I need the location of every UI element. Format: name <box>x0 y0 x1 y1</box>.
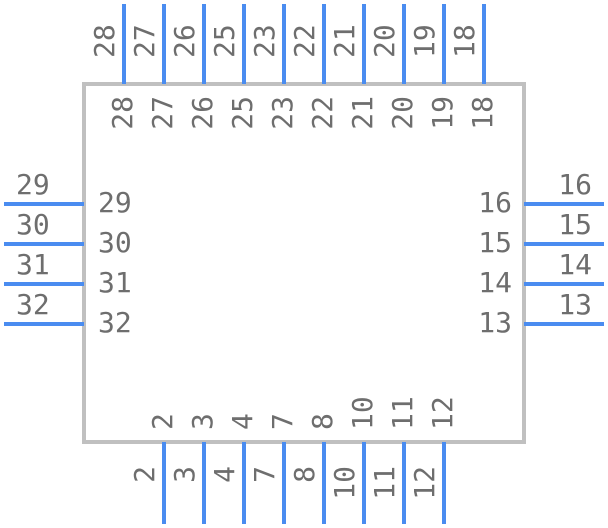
pin-label-bottom-inner-7: 7 <box>266 413 299 430</box>
pin-label-top-inner-28: 28 <box>106 96 139 130</box>
pin-label-left-inner-31: 31 <box>98 266 132 299</box>
pin-label-top-inner-18: 18 <box>466 96 499 130</box>
pin-label-bottom-inner-3: 3 <box>186 413 219 430</box>
pin-label-top-inner-21: 21 <box>346 96 379 130</box>
pin-label-bottom-inner-4: 4 <box>226 413 259 430</box>
pin-label-bottom-outer-12: 12 <box>408 466 441 500</box>
pin-label-right-inner-13: 13 <box>478 306 512 339</box>
pin-label-left-inner-30: 30 <box>98 226 132 259</box>
pin-label-top-inner-20: 20 <box>386 96 419 130</box>
pin-label-bottom-outer-4: 4 <box>208 466 241 483</box>
pin-label-top-outer-28: 28 <box>88 24 121 58</box>
pin-label-top-outer-22: 22 <box>288 24 321 58</box>
pin-label-bottom-outer-8: 8 <box>288 466 321 483</box>
pin-label-right-inner-15: 15 <box>478 226 512 259</box>
pin-label-top-outer-18: 18 <box>448 24 481 58</box>
pin-label-left-outer-32: 32 <box>16 288 50 321</box>
pin-group: 2828272726262525232322222121202019191818… <box>4 4 604 524</box>
pin-label-top-inner-22: 22 <box>306 96 339 130</box>
pin-label-top-outer-23: 23 <box>248 24 281 58</box>
pin-label-bottom-outer-10: 10 <box>328 466 361 500</box>
pin-label-bottom-inner-10: 10 <box>346 396 379 430</box>
pin-label-bottom-inner-12: 12 <box>426 396 459 430</box>
pin-label-top-inner-26: 26 <box>186 96 219 130</box>
pin-label-right-inner-14: 14 <box>478 266 512 299</box>
pin-label-top-outer-27: 27 <box>128 24 161 58</box>
pin-label-top-outer-25: 25 <box>208 24 241 58</box>
pin-label-top-inner-23: 23 <box>266 96 299 130</box>
pin-label-right-outer-14: 14 <box>558 248 592 281</box>
pin-label-left-outer-31: 31 <box>16 248 50 281</box>
pin-label-left-inner-29: 29 <box>98 186 132 219</box>
pin-label-top-inner-19: 19 <box>426 96 459 130</box>
pin-label-left-inner-32: 32 <box>98 306 132 339</box>
pin-label-top-inner-27: 27 <box>146 96 179 130</box>
pin-label-right-inner-16: 16 <box>478 186 512 219</box>
pin-label-bottom-outer-2: 2 <box>128 466 161 483</box>
component-body <box>82 82 526 444</box>
pin-label-right-outer-15: 15 <box>558 208 592 241</box>
pin-label-right-outer-16: 16 <box>558 168 592 201</box>
pin-label-top-outer-21: 21 <box>328 24 361 58</box>
pin-label-top-inner-25: 25 <box>226 96 259 130</box>
pin-label-bottom-inner-2: 2 <box>146 413 179 430</box>
pin-label-top-outer-26: 26 <box>168 24 201 58</box>
pin-label-top-outer-19: 19 <box>408 24 441 58</box>
pin-label-bottom-inner-8: 8 <box>306 413 339 430</box>
pin-label-left-outer-29: 29 <box>16 168 50 201</box>
pin-label-bottom-inner-11: 11 <box>386 396 419 430</box>
pin-label-bottom-outer-3: 3 <box>168 466 201 483</box>
pin-label-top-outer-20: 20 <box>368 24 401 58</box>
pin-label-left-outer-30: 30 <box>16 208 50 241</box>
pin-label-bottom-outer-7: 7 <box>248 466 281 483</box>
pin-label-bottom-outer-11: 11 <box>368 466 401 500</box>
pin-label-right-outer-13: 13 <box>558 288 592 321</box>
